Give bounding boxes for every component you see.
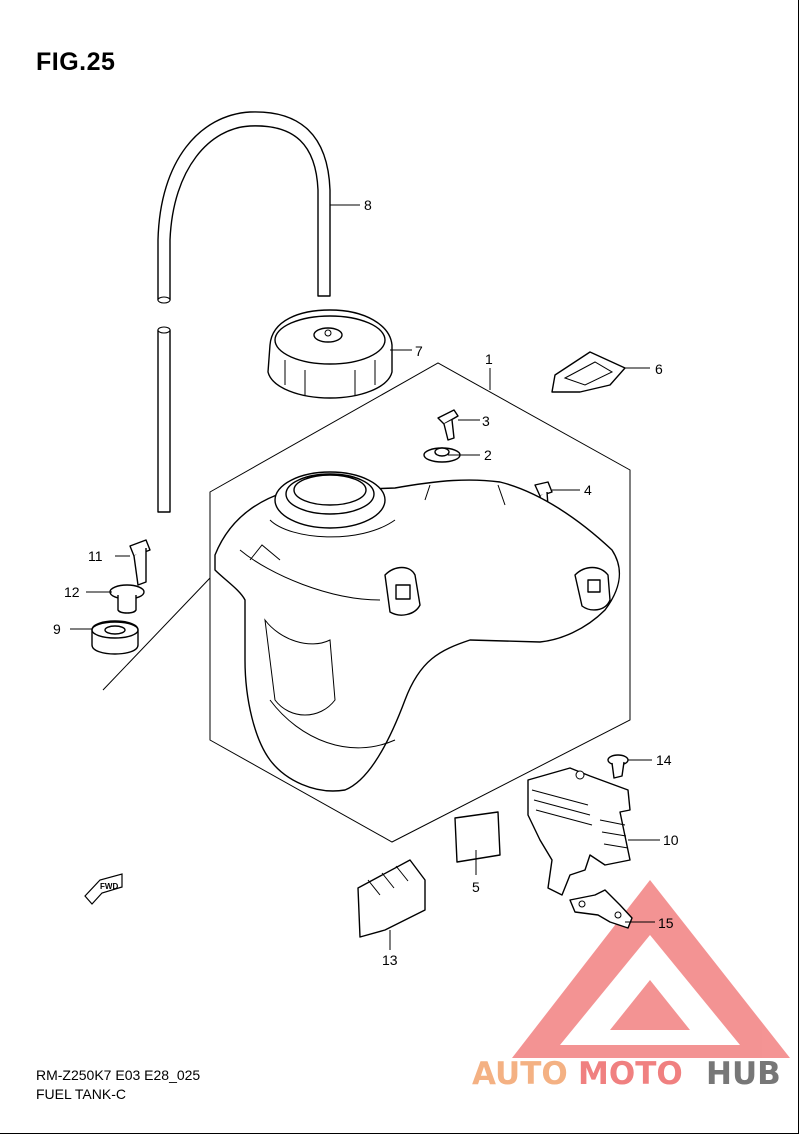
section-name: FUEL TANK-C (36, 1086, 126, 1102)
forward-label: FWD (100, 882, 118, 891)
assembly-boundary (209, 362, 631, 843)
bracket (527, 767, 631, 896)
watermark-auto: AUTO (472, 1056, 568, 1092)
forward-arrow-icon: FWD (84, 873, 123, 905)
pad (454, 811, 501, 863)
callout-12: 12 (64, 584, 80, 600)
callout-14: 14 (656, 752, 672, 768)
callout-3: 3 (482, 413, 490, 429)
callout-4: 4 (584, 482, 592, 498)
leader-lines (70, 204, 660, 950)
breather-hose (157, 111, 331, 513)
callout-8: 8 (364, 197, 372, 213)
watermark-logo (512, 880, 790, 1058)
watermark-hub: HUB (706, 1056, 781, 1092)
collar (109, 584, 145, 614)
watermark-moto: MOTO (578, 1056, 683, 1092)
callout-6: 6 (655, 361, 663, 377)
fuel-tank (214, 471, 621, 792)
callout-labels: 1 2 3 4 5 6 7 8 9 10 11 12 13 14 15 (53, 197, 679, 968)
callout-7: 7 (415, 343, 423, 359)
bolt-11 (129, 539, 151, 586)
screw (437, 409, 459, 441)
callout-5: 5 (472, 879, 480, 895)
screw-14 (607, 754, 629, 779)
callout-1: 1 (485, 351, 493, 367)
grommet (91, 620, 139, 655)
cushion (357, 859, 426, 938)
callout-11: 11 (88, 548, 103, 564)
callout-2: 2 (484, 447, 492, 463)
figure-title: FIG.25 (36, 48, 116, 76)
model-code: RM-Z250K7 E03 E28_025 (36, 1067, 201, 1083)
mount-reference-line (102, 577, 211, 691)
callout-15: 15 (658, 915, 674, 931)
callout-13: 13 (382, 952, 398, 968)
callout-10: 10 (663, 832, 679, 848)
fuel-cap (267, 309, 393, 399)
washer (423, 447, 461, 463)
watermark-text: AUTO MOTO HUB (472, 1056, 781, 1092)
callout-9: 9 (53, 621, 61, 637)
plate (569, 889, 633, 929)
strap (551, 351, 626, 393)
